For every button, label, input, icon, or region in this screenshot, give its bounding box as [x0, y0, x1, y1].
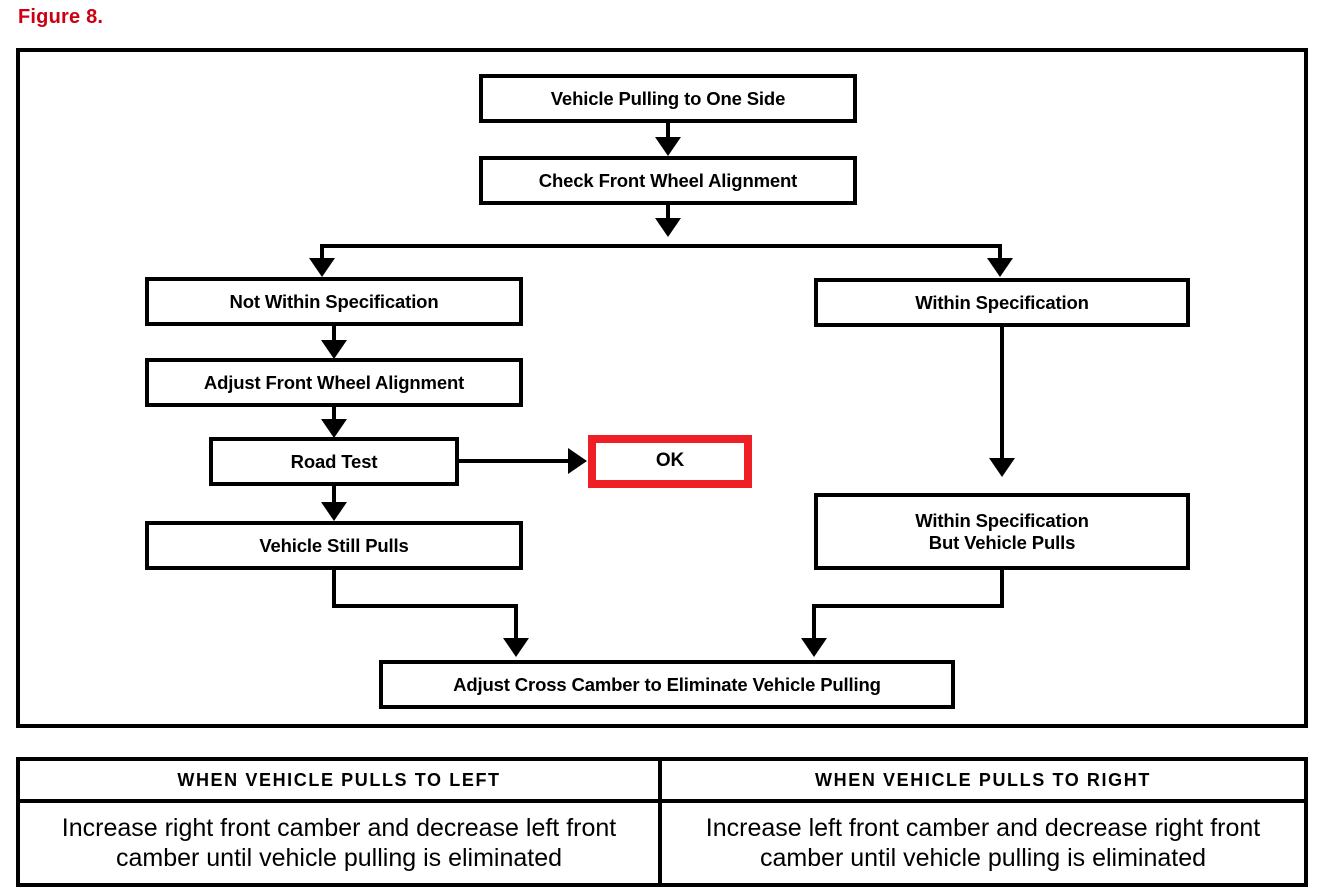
- table-body-pulls-right: Increase left front camber and decrease …: [705, 813, 1261, 873]
- connector-split-left-drop: [320, 244, 324, 264]
- flow-node-road-test: Road Test: [209, 437, 459, 486]
- connector-split-bar: [320, 244, 1002, 248]
- flow-node-adjust-cross-camber: Adjust Cross Camber to Eliminate Vehicle…: [379, 660, 955, 709]
- arrowhead-roadtest-to-stillpulls: [321, 502, 347, 521]
- flow-node-within-spec-but-pulls-line1: Within Specification: [915, 509, 1089, 531]
- flow-node-start-label: Vehicle Pulling to One Side: [550, 87, 786, 109]
- arrowhead-split-left: [309, 258, 335, 277]
- flow-node-within-spec-label: Within Specification: [915, 291, 1089, 313]
- table-column-right: WHEN VEHICLE PULLS TO RIGHT Increase lef…: [662, 761, 1304, 883]
- flow-node-check-alignment: Check Front Wheel Alignment: [479, 156, 857, 205]
- flow-node-within-spec-but-pulls: Within Specification But Vehicle Pulls: [814, 493, 1190, 570]
- flow-node-adjust-cross-camber-label: Adjust Cross Camber to Eliminate Vehicle…: [453, 673, 881, 695]
- arrowhead-within-to-withinpulls: [989, 458, 1015, 477]
- arrowhead-start-to-check: [655, 137, 681, 156]
- arrowhead-adjust-to-roadtest: [321, 419, 347, 438]
- connector-notwithin-to-adjust: [332, 326, 336, 344]
- arrowhead-leftmerge-to-crosscamber: [503, 638, 529, 657]
- connector-split-right-drop: [998, 244, 1002, 264]
- flow-node-road-test-label: Road Test: [290, 450, 378, 472]
- connector-leftmerge-drop: [514, 604, 518, 642]
- flow-node-ok: OK: [588, 435, 752, 488]
- flow-node-not-within-spec-label: Not Within Specification: [229, 290, 439, 312]
- table-header-pulls-left: WHEN VEHICLE PULLS TO LEFT: [20, 761, 658, 803]
- connector-roadtest-to-stillpulls: [332, 486, 336, 504]
- flow-node-not-within-spec: Not Within Specification: [145, 277, 523, 326]
- figure-title: Figure 8.: [18, 6, 104, 28]
- connector-within-to-withinpulls: [1000, 327, 1004, 462]
- table-header-pulls-right: WHEN VEHICLE PULLS TO RIGHT: [662, 761, 1304, 803]
- flow-node-adjust-alignment: Adjust Front Wheel Alignment: [145, 358, 523, 407]
- arrowhead-rightmerge-to-crosscamber: [801, 638, 827, 657]
- connector-roadtest-to-ok: [459, 459, 570, 463]
- flow-node-start: Vehicle Pulling to One Side: [479, 74, 857, 123]
- flow-node-within-spec-but-pulls-line2: But Vehicle Pulls: [928, 531, 1076, 553]
- camber-reference-table: WHEN VEHICLE PULLS TO LEFT Increase righ…: [16, 757, 1308, 887]
- table-column-left: WHEN VEHICLE PULLS TO LEFT Increase righ…: [20, 761, 662, 883]
- connector-withinpulls-left: [812, 604, 1004, 608]
- arrowhead-notwithin-to-adjust: [321, 340, 347, 359]
- connector-check-to-split: [666, 205, 670, 225]
- connector-rightmerge-drop: [812, 604, 816, 642]
- table-body-pulls-left: Increase right front camber and decrease…: [61, 813, 617, 873]
- connector-adjust-to-roadtest: [332, 407, 336, 423]
- connector-start-to-check: [666, 123, 670, 141]
- flow-node-vehicle-still-pulls: Vehicle Still Pulls: [145, 521, 523, 570]
- connector-stillpulls-right: [332, 604, 518, 608]
- flow-node-vehicle-still-pulls-label: Vehicle Still Pulls: [259, 534, 409, 556]
- arrowhead-split-right: [987, 258, 1013, 277]
- flowchart-frame: Vehicle Pulling to One Side Check Front …: [16, 48, 1308, 728]
- flow-node-adjust-alignment-label: Adjust Front Wheel Alignment: [203, 371, 465, 393]
- arrowhead-check-to-split: [655, 218, 681, 237]
- connector-withinpulls-down: [1000, 570, 1004, 608]
- flow-node-within-spec: Within Specification: [814, 278, 1190, 327]
- flow-node-check-alignment-label: Check Front Wheel Alignment: [538, 169, 798, 191]
- flow-node-ok-label: OK: [655, 450, 685, 472]
- arrowhead-roadtest-to-ok: [568, 448, 587, 474]
- connector-stillpulls-down: [332, 570, 336, 608]
